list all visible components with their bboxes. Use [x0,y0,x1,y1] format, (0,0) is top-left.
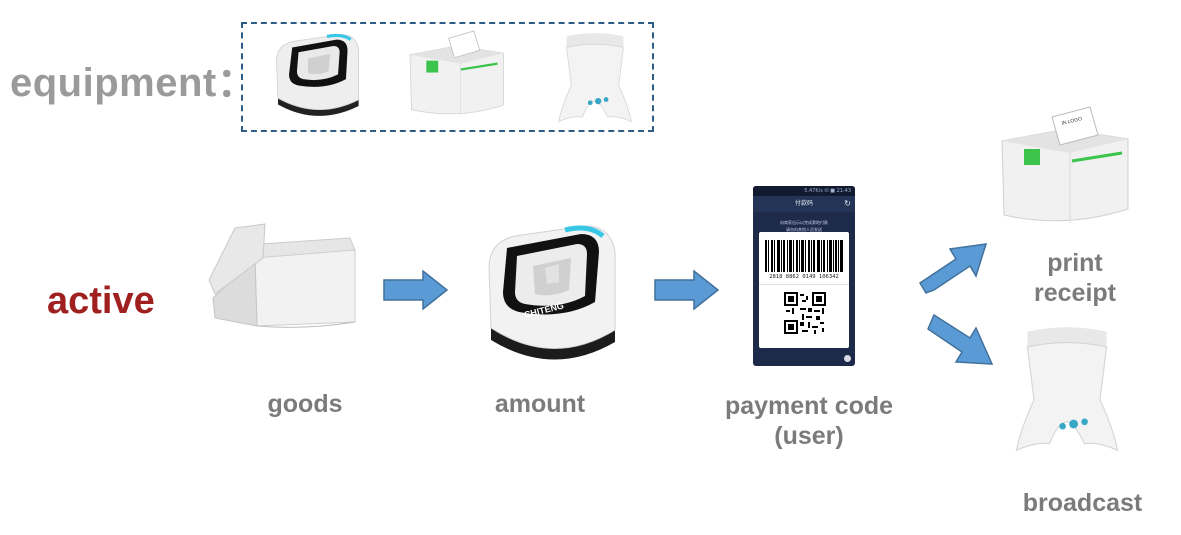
refresh-icon[interactable]: ↻ [844,199,851,208]
payment-code-label-line1: payment code [724,392,894,420]
payment-card: 2818 8862 0149 106342 [759,232,849,348]
card-divider [759,284,849,285]
equipment-scanner-image [270,27,365,125]
print-receipt-label-line1: print [1047,249,1103,277]
payment-qr-code [784,292,826,334]
barcode-number: 2818 8862 0149 106342 [769,274,839,280]
phone-info-icon[interactable] [844,355,851,362]
arrow-to-broadcast [926,312,994,368]
payment-code-phone: 5.47K/s ✉ ■ 21:43 付款码 ↻ 向商家出示以完成滁地付款 请勿向… [753,186,855,366]
arrow-amount-to-payment [654,270,720,310]
broadcast-label: broadcast [1022,489,1143,517]
print-receipt-label-line2: receipt [1034,279,1116,307]
equipment-box [241,22,654,132]
arrow-goods-to-amount [383,270,449,310]
print-receipt-printer-image: IN LOGO [996,105,1136,233]
receipt-logo-text: IN LOGO [1061,116,1083,127]
phone-status-bar: 5.47K/s ✉ ■ 21:43 [753,186,855,196]
print-receipt-label: print receipt [1000,248,1150,308]
goods-box-image [205,218,365,330]
phone-title-bar: 付款码 ↻ [753,196,855,212]
payment-code-label-line2: (user) [774,422,844,450]
phone-title: 付款码 [794,200,813,207]
equipment-printer-image [405,28,510,123]
amount-scanner-image: CHITENG [485,218,620,366]
equipment-speaker-image [555,30,635,128]
equipment-label: equipment： [10,61,258,105]
goods-label: goods [267,390,343,418]
broadcast-speaker-image [1012,322,1122,460]
phone-hint-line1: 向商家出示以完成滁地付款 [780,220,828,225]
payment-code-label: payment code (user) [700,391,918,451]
arrow-to-print-receipt [918,236,990,298]
payment-barcode [765,240,843,272]
active-label: active [47,280,155,322]
phone-hint-line2: 请勿向其他人员发送 [786,227,822,232]
amount-label: amount [494,390,586,418]
